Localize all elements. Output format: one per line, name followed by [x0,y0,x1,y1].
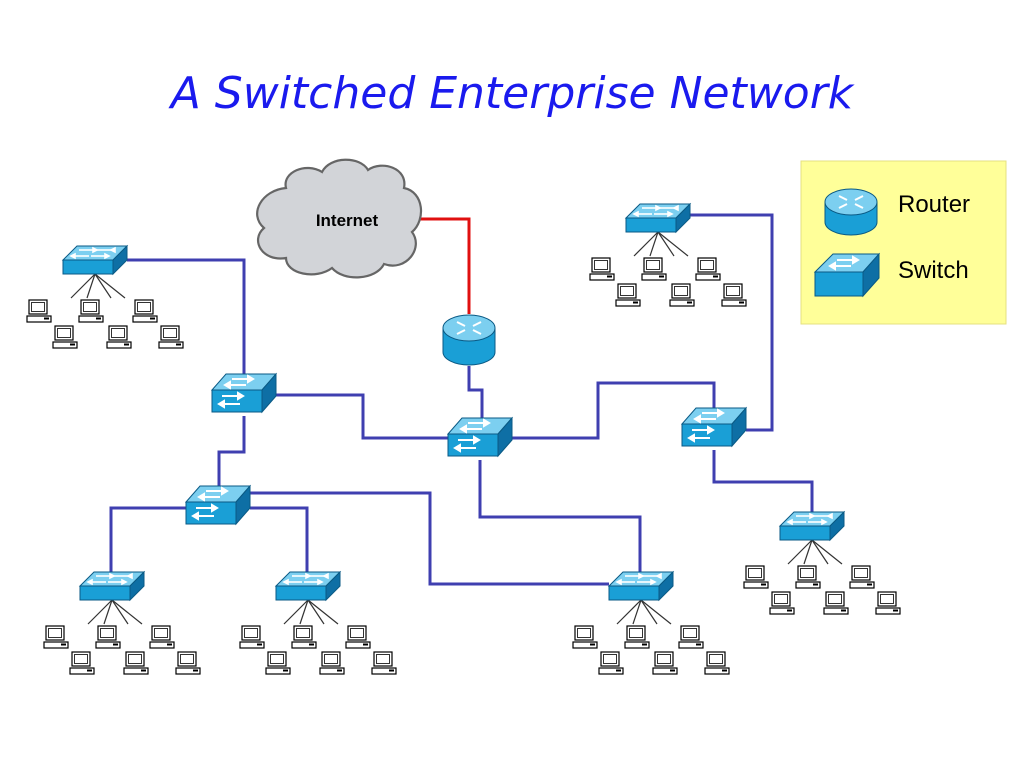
internet-uplink [418,217,471,314]
host-pc [652,651,678,675]
workgroup-switch [79,571,145,601]
host-pc [239,625,265,649]
host-pc [43,625,69,649]
host-pc [721,283,747,307]
host-pc [265,651,291,675]
host-pc [319,651,345,675]
host-pc [291,625,317,649]
host-pc [624,625,650,649]
router-icon [824,188,878,236]
host-pc [78,299,104,323]
host-pc [52,325,78,349]
host-pc [678,625,704,649]
host-pc [695,257,721,281]
workgroup-switch [62,245,128,275]
workgroup-switch [779,511,845,541]
host-pc [175,651,201,675]
internet-cloud: Internet [256,158,423,279]
legend-switch-label: Switch [898,257,969,284]
host-pc [641,257,667,281]
workgroup [572,571,730,675]
host-pc [849,565,875,589]
workgroup-switch [625,203,691,233]
lan-links [109,213,814,586]
workgroup [743,511,901,615]
host-pc [669,283,695,307]
host-pc [69,651,95,675]
host-pc [743,565,769,589]
router-icon [442,314,496,366]
host-pc [132,299,158,323]
host-pc [589,257,615,281]
workgroup [239,571,397,675]
host-pc [704,651,730,675]
host-pc [795,565,821,589]
host-pc [371,651,397,675]
host-pc [598,651,624,675]
host-pc [95,625,121,649]
host-pc [875,591,901,615]
legend-box [800,160,1007,325]
host-pc [615,283,641,307]
switch-icon [813,252,881,298]
workgroup [43,571,201,675]
core-switch [185,485,251,525]
core-switch [447,417,513,457]
host-pc [345,625,371,649]
legend: Router Switch [800,160,1007,325]
host-pc [149,625,175,649]
core-switch [211,373,277,413]
host-pc [823,591,849,615]
workgroup-switch [608,571,674,601]
host-pc [769,591,795,615]
host-pc [158,325,184,349]
internet-label: Internet [316,211,379,230]
host-pc [123,651,149,675]
host-pc [26,299,52,323]
workgroup [589,203,747,307]
workgroup [26,245,184,349]
host-pc [106,325,132,349]
legend-router-label: Router [898,191,970,218]
workgroup-switch [275,571,341,601]
host-pc [572,625,598,649]
slide-title: A Switched Enterprise Network [170,68,854,119]
core-switch [681,407,747,447]
